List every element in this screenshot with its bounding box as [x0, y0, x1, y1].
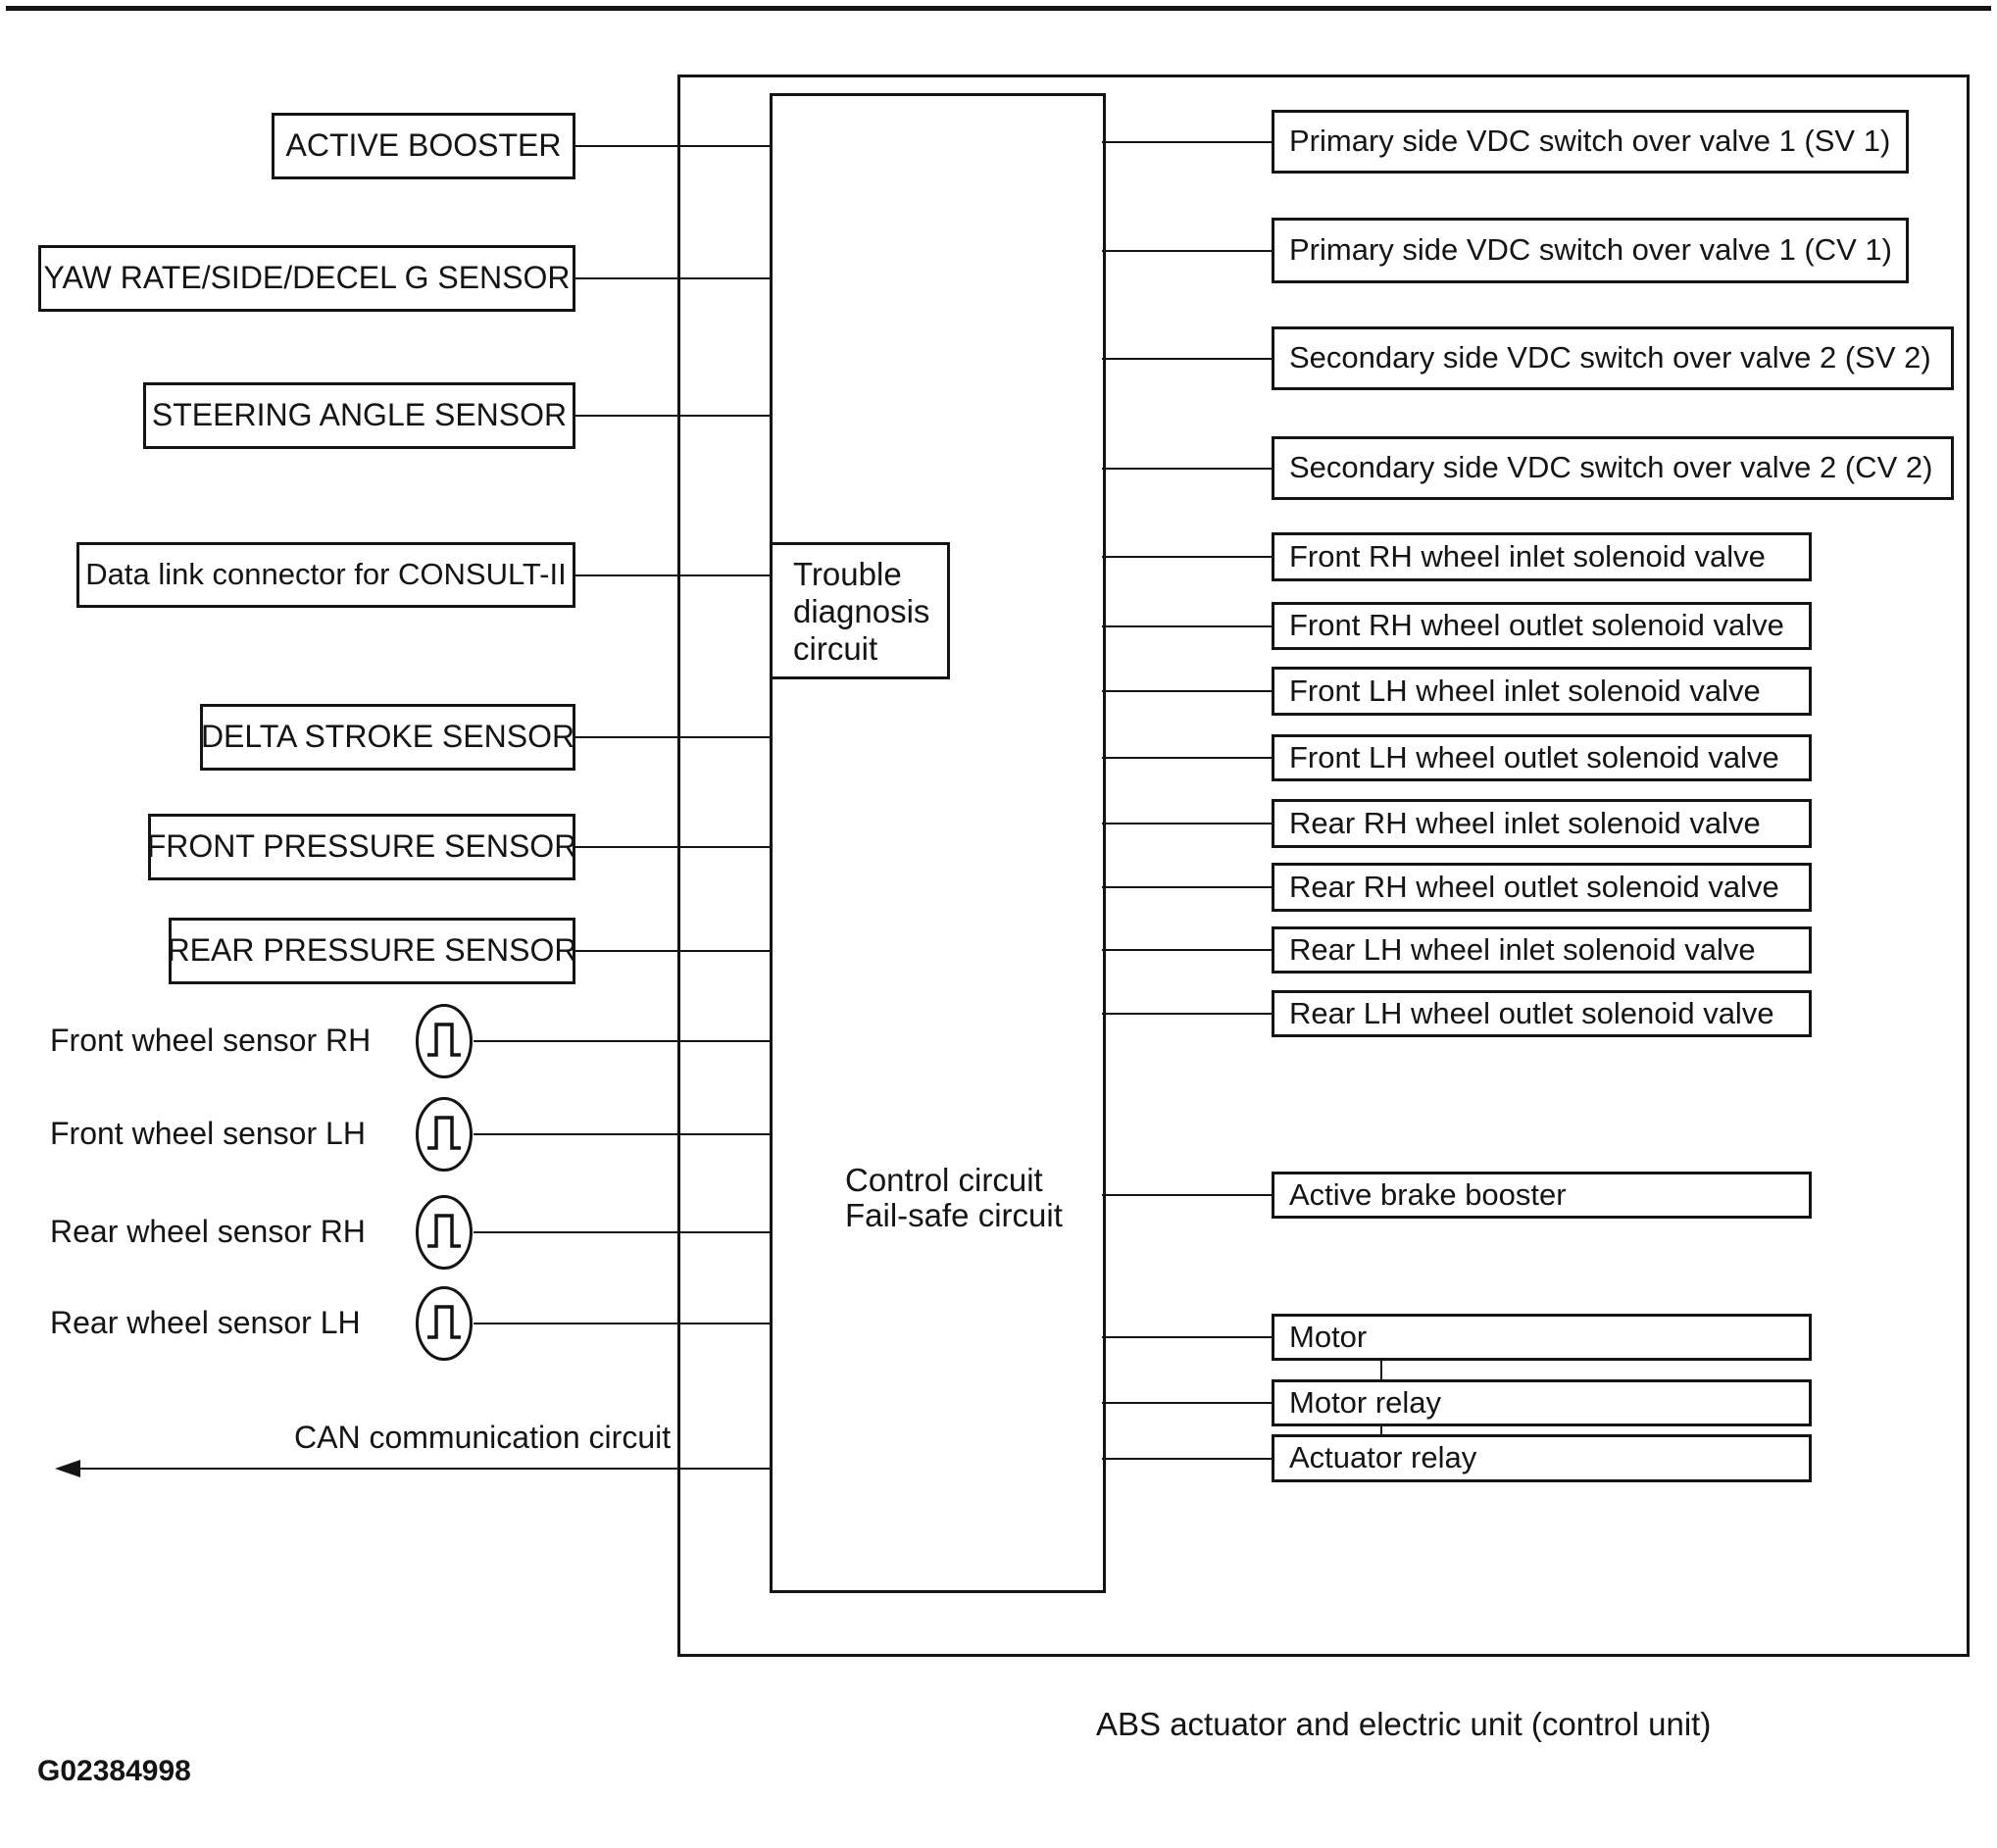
connector-line	[1102, 757, 1273, 759]
right-box-14: Motor relay	[1272, 1379, 1812, 1426]
left-box-label-2: STEERING ANGLE SENSOR	[151, 397, 568, 433]
connector-line	[574, 277, 772, 279]
wheel-sensor-label-0: Front wheel sensor RH	[50, 1023, 372, 1058]
left-box-label-3: Data link connector for CONSULT-II	[85, 557, 567, 592]
connector-line	[574, 950, 772, 952]
right-box-label-0: Primary side VDC switch over valve 1 (SV…	[1289, 124, 1891, 159]
connector-line	[1102, 690, 1273, 692]
connector-line	[1102, 1336, 1273, 1338]
can-communication-line	[73, 1468, 772, 1470]
wheel-sensor-label-2: Rear wheel sensor RH	[50, 1214, 366, 1249]
wheel-sensor-label-3: Rear wheel sensor LH	[50, 1305, 361, 1340]
left-box-1: YAW RATE/SIDE/DECEL G SENSOR	[38, 245, 575, 312]
connector-line	[1102, 1013, 1273, 1015]
pulse-wave-icon	[415, 1194, 474, 1271]
left-box-label-0: ACTIVE BOOSTER	[285, 127, 562, 164]
left-box-5: FRONT PRESSURE SENSOR	[146, 814, 577, 880]
connector-line	[574, 846, 772, 848]
connector-line	[1102, 1194, 1273, 1196]
connector-line	[574, 736, 772, 738]
trouble-diagnosis-line-1: diagnosis	[793, 593, 930, 629]
right-box-13: Motor	[1272, 1314, 1812, 1361]
right-box-0: Primary side VDC switch over valve 1 (SV…	[1272, 110, 1909, 174]
right-box-10: Rear LH wheel inlet solenoid valve	[1272, 926, 1812, 974]
right-box-8: Rear RH wheel inlet solenoid valve	[1272, 799, 1812, 848]
right-box-2: Secondary side VDC switch over valve 2 (…	[1272, 326, 1954, 390]
control-failsafe-line-1: Fail-safe circuit	[845, 1197, 1063, 1233]
right-box-label-11: Rear LH wheel outlet solenoid valve	[1289, 995, 1774, 1030]
right-box-15: Actuator relay	[1272, 1434, 1812, 1482]
connector-line	[1102, 556, 1273, 558]
wheel-sensor-label-1: Front wheel sensor LH	[50, 1116, 366, 1151]
right-box-label-3: Secondary side VDC switch over valve 2 (…	[1289, 450, 1933, 485]
pulse-wave-icon	[415, 1285, 474, 1362]
right-box-label-8: Rear RH wheel inlet solenoid valve	[1289, 805, 1761, 840]
abs-unit-outer-frame	[677, 75, 1970, 1657]
connector-line	[1102, 1457, 1273, 1460]
connector-line	[472, 1231, 772, 1233]
right-box-label-10: Rear LH wheel inlet solenoid valve	[1289, 931, 1756, 967]
control-failsafe-frame	[770, 93, 1106, 1593]
connector-line	[574, 574, 772, 576]
connector-line	[1102, 140, 1273, 143]
right-box-9: Rear RH wheel outlet solenoid valve	[1272, 863, 1812, 912]
connector-line	[1102, 1402, 1273, 1404]
right-box-label-9: Rear RH wheel outlet solenoid valve	[1289, 869, 1779, 904]
motor-chain-link	[1380, 1359, 1382, 1381]
connector-line	[1102, 949, 1273, 951]
right-box-12: Active brake booster	[1272, 1172, 1812, 1219]
right-box-label-12: Active brake booster	[1289, 1176, 1567, 1212]
can-arrowhead-icon	[55, 1460, 80, 1477]
right-box-label-5: Front RH wheel outlet solenoid valve	[1289, 608, 1784, 643]
right-box-label-14: Motor relay	[1289, 1384, 1442, 1420]
left-box-label-6: REAR PRESSURE SENSOR	[167, 932, 577, 969]
figure-code: G02384998	[37, 1755, 191, 1787]
connector-line	[1102, 823, 1273, 824]
pulse-wave-icon	[415, 1096, 474, 1173]
pulse-wave-icon	[415, 1003, 474, 1079]
right-box-label-2: Secondary side VDC switch over valve 2 (…	[1289, 340, 1931, 375]
control-failsafe-line-0: Control circuit	[845, 1162, 1043, 1198]
trouble-diagnosis-box	[770, 542, 950, 679]
right-box-1: Primary side VDC switch over valve 1 (CV…	[1272, 218, 1909, 283]
trouble-diagnosis-line-2: circuit	[793, 630, 878, 667]
motor-chain-link	[1380, 1424, 1382, 1436]
right-box-label-13: Motor	[1289, 1319, 1368, 1354]
connector-line	[1102, 249, 1273, 252]
left-box-3: Data link connector for CONSULT-II	[76, 542, 575, 608]
right-box-label-7: Front LH wheel outlet solenoid valve	[1289, 739, 1779, 774]
connector-line	[1102, 886, 1273, 888]
right-box-4: Front RH wheel inlet solenoid valve	[1272, 532, 1812, 581]
right-box-label-15: Actuator relay	[1289, 1440, 1477, 1475]
right-box-11: Rear LH wheel outlet solenoid valve	[1272, 990, 1812, 1037]
can-communication-label: CAN communication circuit	[294, 1420, 672, 1455]
left-box-6: REAR PRESSURE SENSOR	[167, 918, 577, 984]
left-box-4: DELTA STROKE SENSOR	[200, 704, 575, 771]
left-box-0: ACTIVE BOOSTER	[272, 113, 575, 179]
connector-line	[574, 415, 772, 417]
connector-line	[472, 1133, 772, 1135]
left-box-label-5: FRONT PRESSURE SENSOR	[146, 828, 577, 865]
right-box-label-1: Primary side VDC switch over valve 1 (CV…	[1289, 232, 1892, 268]
connector-line	[472, 1040, 772, 1042]
diagram-caption: ABS actuator and electric unit (control …	[1096, 1706, 1712, 1742]
right-box-label-4: Front RH wheel inlet solenoid valve	[1289, 538, 1766, 574]
left-box-2: STEERING ANGLE SENSOR	[143, 382, 575, 449]
right-box-label-6: Front LH wheel inlet solenoid valve	[1289, 673, 1761, 708]
right-box-6: Front LH wheel inlet solenoid valve	[1272, 667, 1812, 716]
connector-line	[1102, 467, 1273, 470]
left-box-label-4: DELTA STROKE SENSOR	[200, 719, 575, 755]
right-box-7: Front LH wheel outlet solenoid valve	[1272, 734, 1812, 781]
left-box-label-1: YAW RATE/SIDE/DECEL G SENSOR	[43, 260, 571, 296]
right-box-5: Front RH wheel outlet solenoid valve	[1272, 602, 1812, 650]
right-box-3: Secondary side VDC switch over valve 2 (…	[1272, 436, 1954, 500]
trouble-diagnosis-line-0: Trouble	[793, 556, 902, 592]
connector-line	[1102, 357, 1273, 360]
page-top-rule	[6, 6, 1991, 11]
connector-line	[574, 145, 772, 147]
connector-line	[1102, 624, 1273, 627]
connector-line	[472, 1323, 772, 1324]
